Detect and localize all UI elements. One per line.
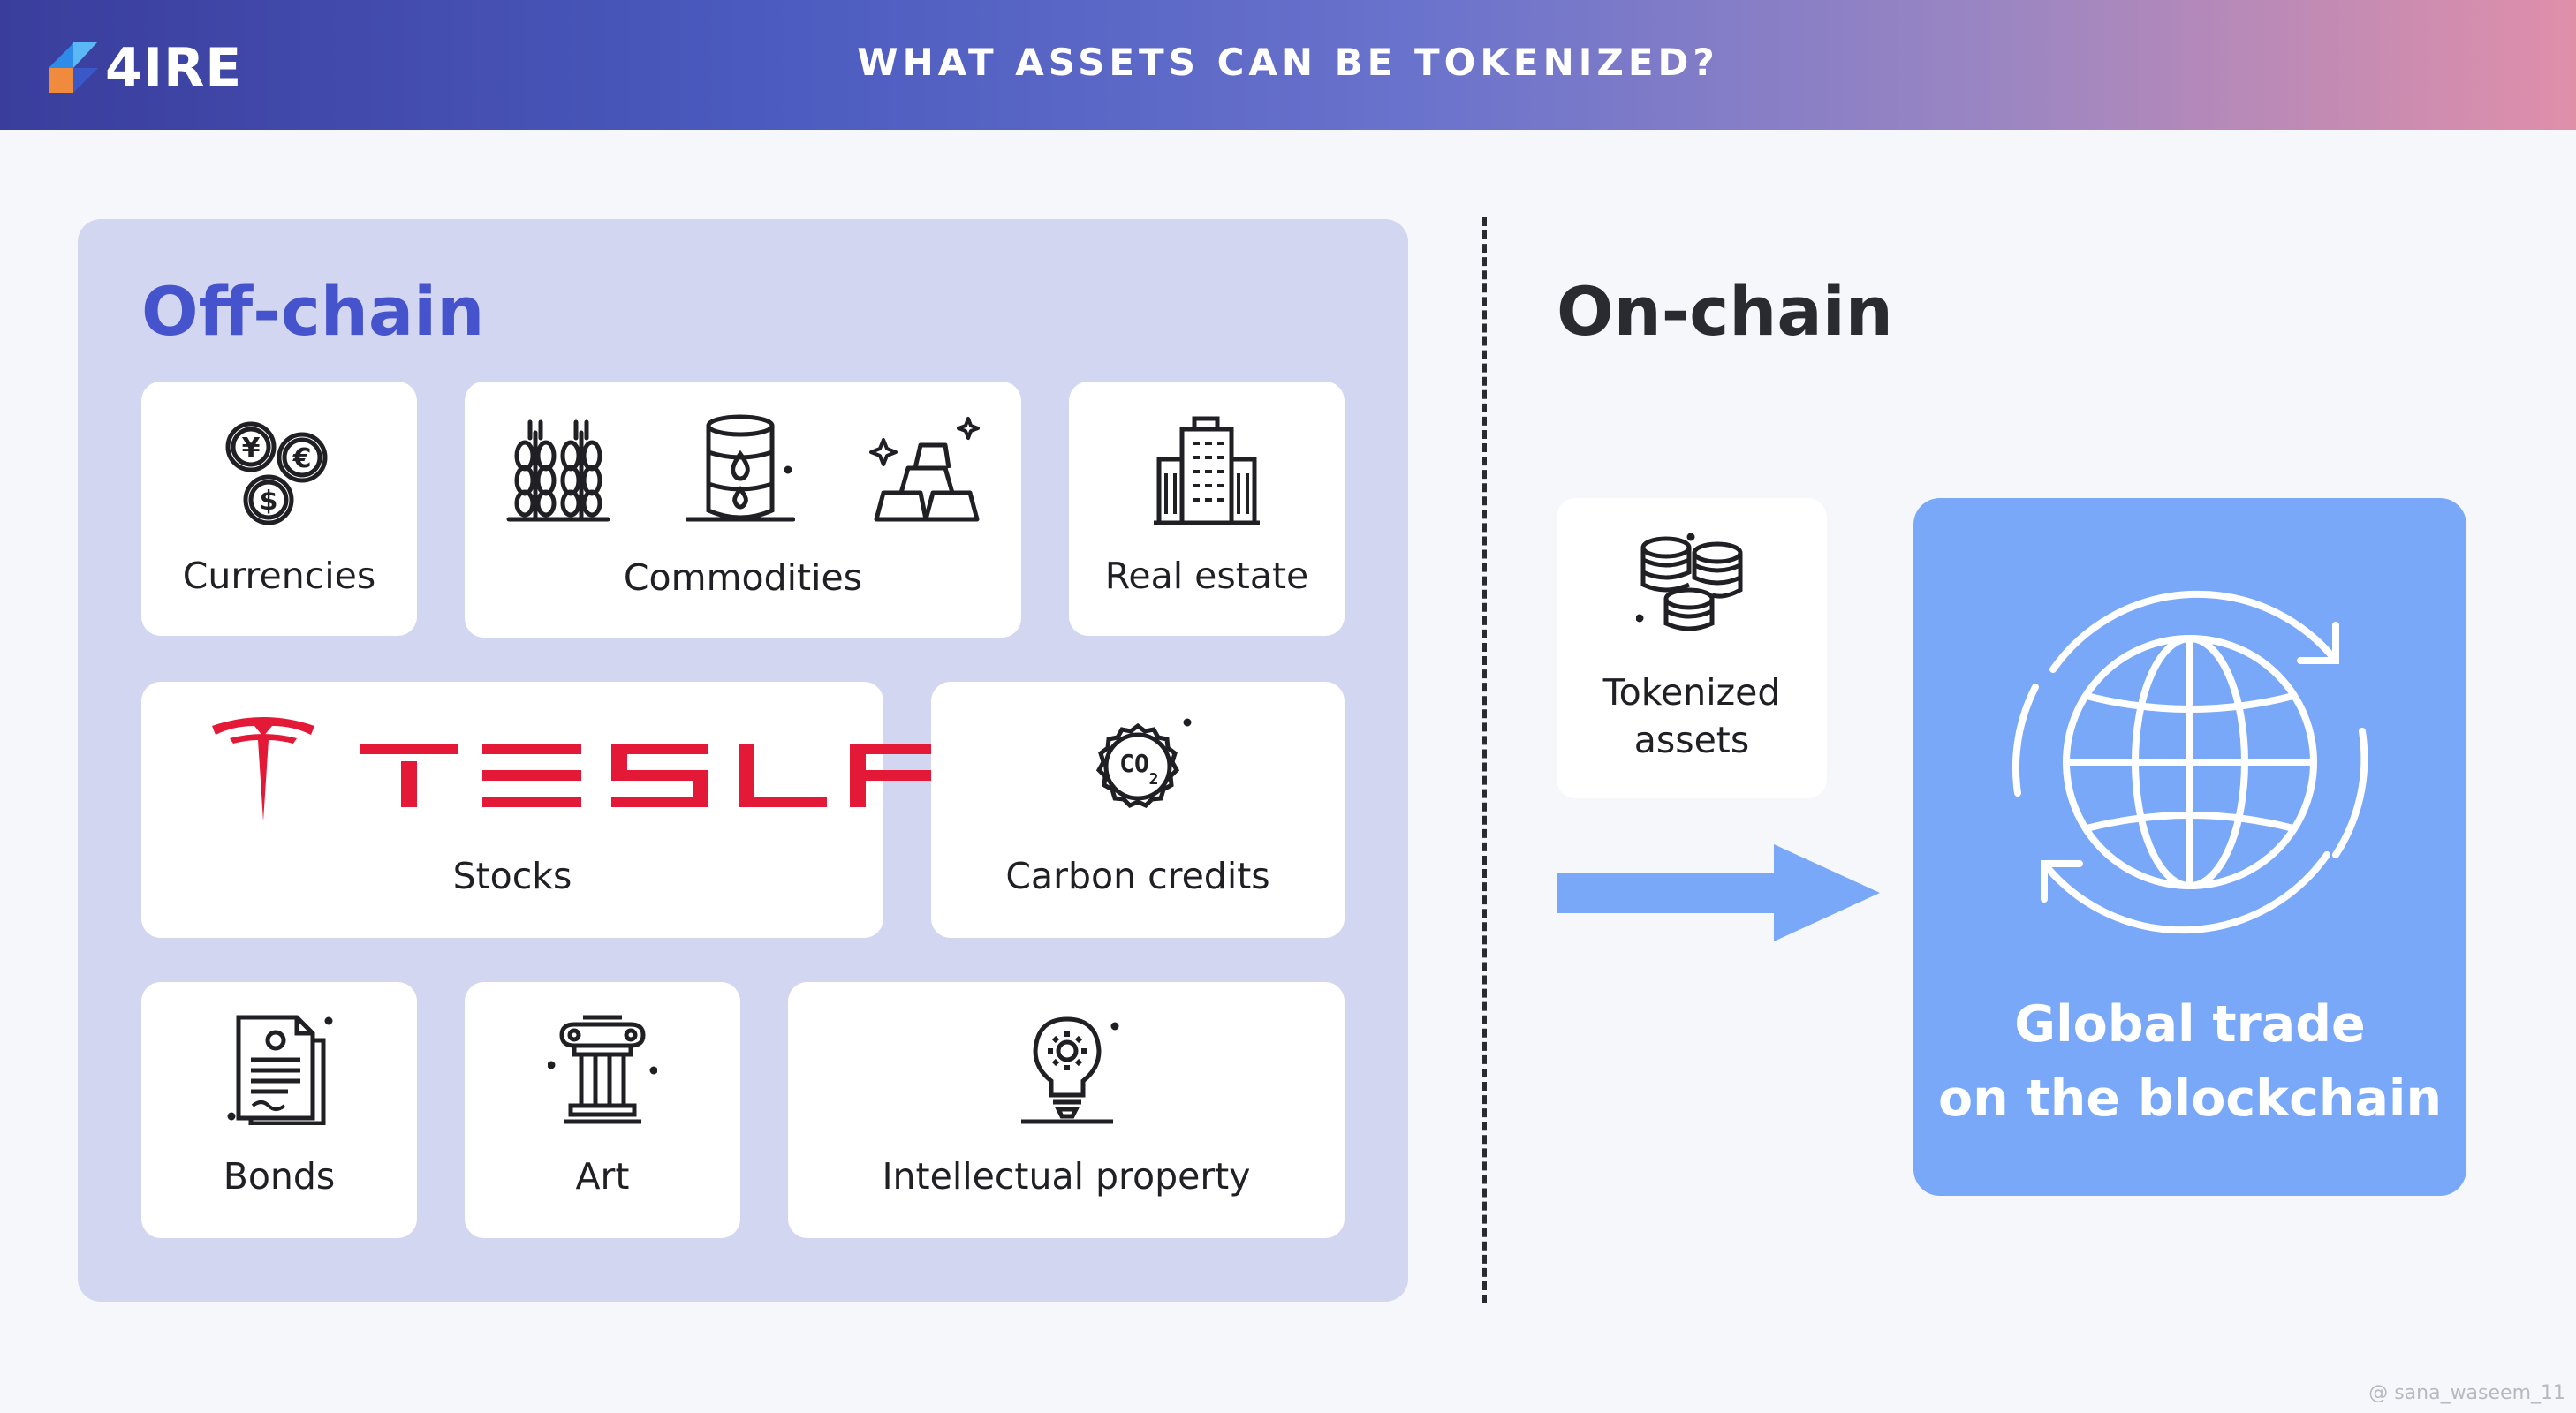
brand-logo[interactable]: 4IRE xyxy=(47,39,242,97)
brand-name: 4IRE xyxy=(105,37,243,99)
art-card: Art xyxy=(465,982,740,1238)
column-icon xyxy=(548,1014,657,1125)
oil-barrel-icon xyxy=(686,413,795,525)
brand-mark-icon xyxy=(49,42,98,93)
lightbulb-gear-icon xyxy=(1012,1014,1122,1125)
coin-stack-icon xyxy=(1636,533,1747,639)
tokenized-assets-label-line2: assets xyxy=(1633,719,1750,761)
currencies-label: Currencies xyxy=(182,555,376,597)
commodities-label: Commodities xyxy=(623,556,863,599)
header-bar: 4IRE WHAT ASSETS CAN BE TOKENIZED? xyxy=(0,0,2576,130)
global-trade-label-line2: on the blockchain xyxy=(1937,1069,2443,1128)
section-divider xyxy=(1482,217,1487,1303)
carbon-credits-card: CO 2 Carbon credits xyxy=(931,682,1345,938)
tesla-wordmark xyxy=(360,744,952,807)
svg-text:$: $ xyxy=(260,486,278,517)
gold-bars-icon xyxy=(869,413,986,525)
global-trade-label-line1: Global trade xyxy=(2014,995,2366,1054)
global-trade-card xyxy=(1913,498,2466,1196)
co2-icon: CO 2 xyxy=(1083,714,1193,823)
building-icon xyxy=(1152,415,1261,526)
real-estate-card: Real estate xyxy=(1069,382,1345,636)
watermark: @ sana_waseem_11 xyxy=(2368,1382,2565,1404)
offchain-title: Off-chain xyxy=(141,272,485,351)
svg-text:¥: ¥ xyxy=(242,433,261,464)
svg-text:CO: CO xyxy=(1119,749,1149,778)
tesla-t-logo-icon xyxy=(208,714,318,823)
currency-coins-icon: ¥ € $ xyxy=(223,417,337,532)
intellectual-property-card: Intellectual property xyxy=(788,982,1345,1238)
svg-text:€: € xyxy=(292,443,312,474)
right-arrow-icon xyxy=(1557,844,1880,941)
currencies-card: ¥ € $ Currencies xyxy=(141,382,417,636)
stocks-card: Stocks xyxy=(141,682,947,938)
global-trade-label: Global trade on the blockchain xyxy=(1913,987,2466,1136)
real-estate-label: Real estate xyxy=(1104,555,1309,597)
bonds-card: Bonds xyxy=(141,982,417,1238)
tokenized-assets-label-line1: Tokenized xyxy=(1602,671,1781,714)
commodities-card: Commodities xyxy=(465,382,1021,638)
intellectual-property-label: Intellectual property xyxy=(882,1155,1251,1198)
art-label: Art xyxy=(575,1155,630,1198)
wheat-icon xyxy=(504,415,613,525)
tokenized-assets-card: Tokenized assets xyxy=(1557,498,1827,798)
svg-text:2: 2 xyxy=(1149,770,1159,789)
onchain-title: On-chain xyxy=(1557,272,1893,351)
carbon-credits-label: Carbon credits xyxy=(1005,855,1270,897)
bonds-label: Bonds xyxy=(223,1155,336,1198)
page-title: WHAT ASSETS CAN BE TOKENIZED? xyxy=(857,41,1719,84)
globe-sync-icon xyxy=(2000,572,2380,952)
bond-document-icon xyxy=(226,1014,336,1125)
stocks-label: Stocks xyxy=(452,855,572,897)
